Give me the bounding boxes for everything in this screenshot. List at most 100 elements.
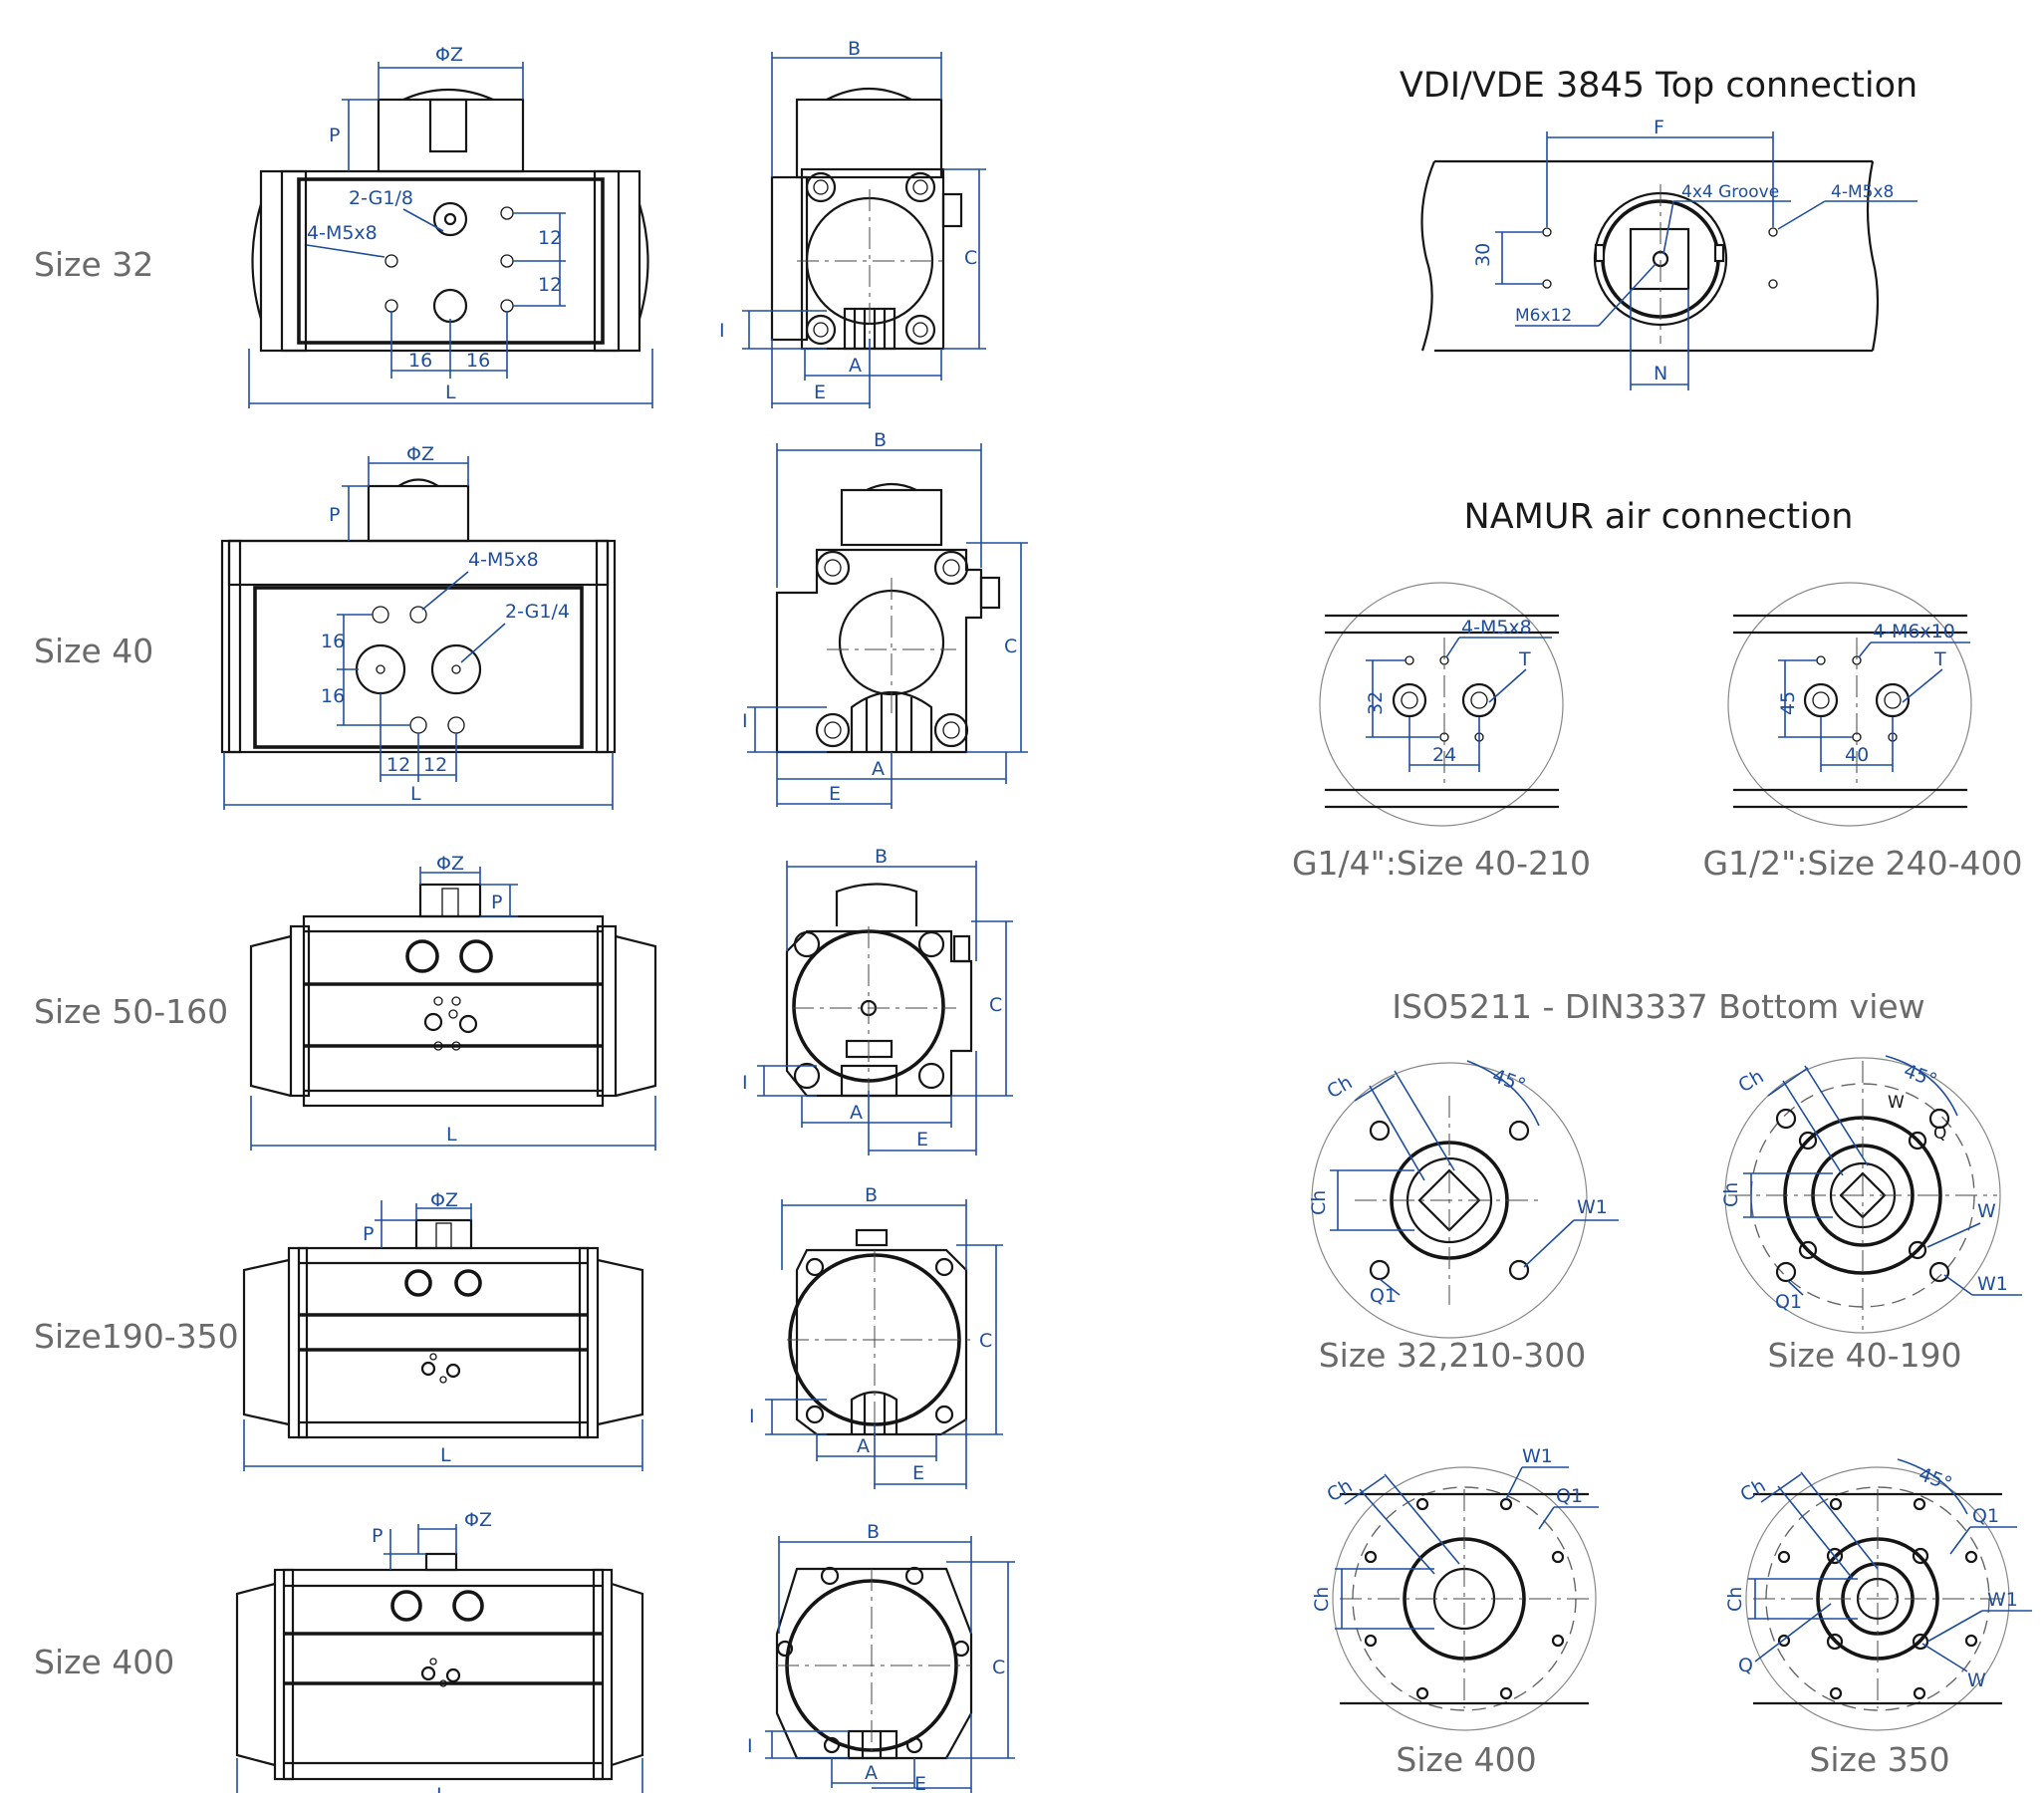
dim-c: C: [989, 994, 1002, 1016]
bv1-ch-a: Ch: [1324, 1072, 1357, 1104]
dim-e: E: [829, 783, 841, 805]
dim-e: E: [916, 1129, 928, 1151]
size-400-side-view: B C I A E: [747, 1521, 1015, 1793]
bv4-angle: 45°: [1916, 1463, 1954, 1495]
dim-l: L: [446, 1124, 457, 1146]
dim-b: B: [874, 429, 887, 451]
dim-l: L: [440, 1444, 451, 1466]
dim-i: I: [749, 1406, 755, 1427]
size-32-side-view: B C I A E: [719, 38, 986, 408]
dim-c: C: [1004, 636, 1017, 657]
bottom-title: ISO5211 - DIN3337 Bottom view: [1392, 987, 1924, 1026]
row-label-size-50-160: Size 50-160: [34, 992, 228, 1031]
dim-h2: 16: [466, 350, 490, 372]
dim-a: A: [865, 1762, 878, 1784]
bv2-w-right: W: [1977, 1200, 1996, 1222]
bv3-ch-a: Ch: [1324, 1475, 1357, 1507]
dim-p: P: [329, 504, 340, 526]
namur-left-detail: 4-M5x8 T 32 24: [1319, 582, 1564, 827]
row-label-size-32: Size 32: [34, 245, 153, 284]
bv3-w1: W1: [1522, 1445, 1553, 1467]
size-50-160-front-view: ΦZ P L: [249, 853, 657, 1151]
dim-i: I: [719, 320, 725, 342]
vdi-dim-n: N: [1654, 363, 1667, 384]
bv2-angle: 45°: [1901, 1060, 1939, 1092]
bv3-ch-b: Ch: [1311, 1587, 1333, 1612]
dim-phiz: ΦZ: [430, 1189, 458, 1211]
dim-c: C: [992, 1657, 1005, 1678]
vdi-dim-f: F: [1654, 117, 1664, 138]
bv1-angle: 45°: [1489, 1065, 1528, 1097]
bv1-caption: Size 32,210-300: [1319, 1336, 1587, 1375]
dim-phiz: ΦZ: [406, 443, 434, 465]
bv2-q: Q: [1933, 1124, 1946, 1144]
bv4-w1: W1: [1987, 1589, 2018, 1611]
bv4-q: Q: [1738, 1655, 1753, 1676]
dim-holes: 4-M5x8: [307, 222, 378, 244]
bv2-w: W: [1888, 1093, 1905, 1113]
namur-right-detail: 4-M6x10 T 45 40: [1727, 582, 1972, 827]
namur-right-caption: G1/2":Size 240-400: [1702, 844, 2022, 883]
dim-phiz: ΦZ: [464, 1509, 492, 1531]
bv2-q1: Q1: [1775, 1291, 1802, 1313]
dim-p: P: [372, 1525, 383, 1547]
bv3-q1: Q1: [1556, 1485, 1583, 1507]
bv4-ch-a: Ch: [1737, 1475, 1770, 1507]
bottom-view-size-400: Ch Ch W1 Q1: [1311, 1445, 1599, 1731]
dim-b: B: [875, 846, 888, 868]
vdi-top-connection-view: F 4x4 Groove 4-M5x8 30 M6x12 N: [1420, 117, 1917, 390]
dim-e: E: [912, 1462, 924, 1484]
dim-v1: 12: [538, 227, 562, 249]
dim-holes: 4-M5x8: [468, 549, 539, 571]
dim-port: 2-G1/8: [349, 187, 413, 209]
bottom-view-size-40-190: Ch Ch 45° W Q W W1 Q1: [1720, 1055, 2022, 1334]
bv1-ch-b: Ch: [1308, 1190, 1330, 1215]
dim-a: A: [857, 1435, 870, 1457]
namur-right-t: T: [1933, 648, 1946, 670]
bv2-w1: W1: [1977, 1273, 2008, 1295]
dim-i: I: [742, 1072, 748, 1094]
dim-a: A: [850, 1102, 863, 1124]
dim-port: 2-G1/4: [505, 601, 570, 623]
dim-p: P: [491, 892, 502, 913]
row-label-size-40: Size 40: [34, 632, 153, 670]
size-190-350-side-view: B C I A E: [749, 1184, 1003, 1489]
vdi-dim-groove: 4x4 Groove: [1681, 182, 1779, 202]
namur-left-h: 24: [1432, 744, 1456, 766]
row-label-size-190-350: Size190-350: [34, 1317, 239, 1356]
bv1-q1: Q1: [1370, 1285, 1397, 1307]
dim-p: P: [363, 1223, 374, 1245]
namur-left-t: T: [1518, 648, 1531, 670]
dim-c: C: [979, 1330, 992, 1352]
dim-l: L: [445, 382, 456, 403]
namur-title: NAMUR air connection: [1464, 497, 1854, 537]
dim-b: B: [867, 1521, 880, 1543]
size-32-front-view: ΦZ P 2-G1/8 4-M5x8 12 12 16 16 L: [248, 44, 653, 408]
dim-phiz: ΦZ: [435, 44, 463, 66]
dim-a: A: [849, 355, 862, 377]
vdi-title: VDI/VDE 3845 Top connection: [1400, 66, 1917, 106]
bv2-ch-b: Ch: [1720, 1182, 1742, 1207]
dim-i: I: [747, 1735, 753, 1757]
vdi-dim-center: M6x12: [1515, 306, 1572, 326]
dim-c: C: [964, 247, 977, 269]
bottom-view-size-350: Ch Ch 45° Q1 W1 Q W: [1724, 1458, 2032, 1731]
dim-p: P: [329, 125, 340, 146]
bottom-view-size-32-210-300: Ch Ch 45° W1 Q1: [1308, 1060, 1619, 1339]
size-190-350-front-view: ΦZ P L: [242, 1189, 644, 1471]
namur-right-v: 45: [1777, 691, 1799, 715]
dim-a: A: [872, 758, 885, 780]
bv4-ch-b: Ch: [1724, 1587, 1746, 1612]
dim-phiz: ΦZ: [436, 853, 464, 875]
dim-h1: 16: [408, 350, 432, 372]
namur-left-v: 32: [1365, 691, 1387, 715]
dim-e: E: [814, 382, 826, 403]
dim-h2: 12: [423, 754, 447, 776]
bv2-caption: Size 40-190: [1767, 1336, 1961, 1375]
size-40-side-view: B C I A E: [742, 429, 1028, 809]
bv1-w1: W1: [1577, 1196, 1608, 1218]
dim-v2: 16: [321, 685, 345, 707]
dim-e: E: [914, 1773, 926, 1793]
dim-i: I: [742, 710, 748, 732]
